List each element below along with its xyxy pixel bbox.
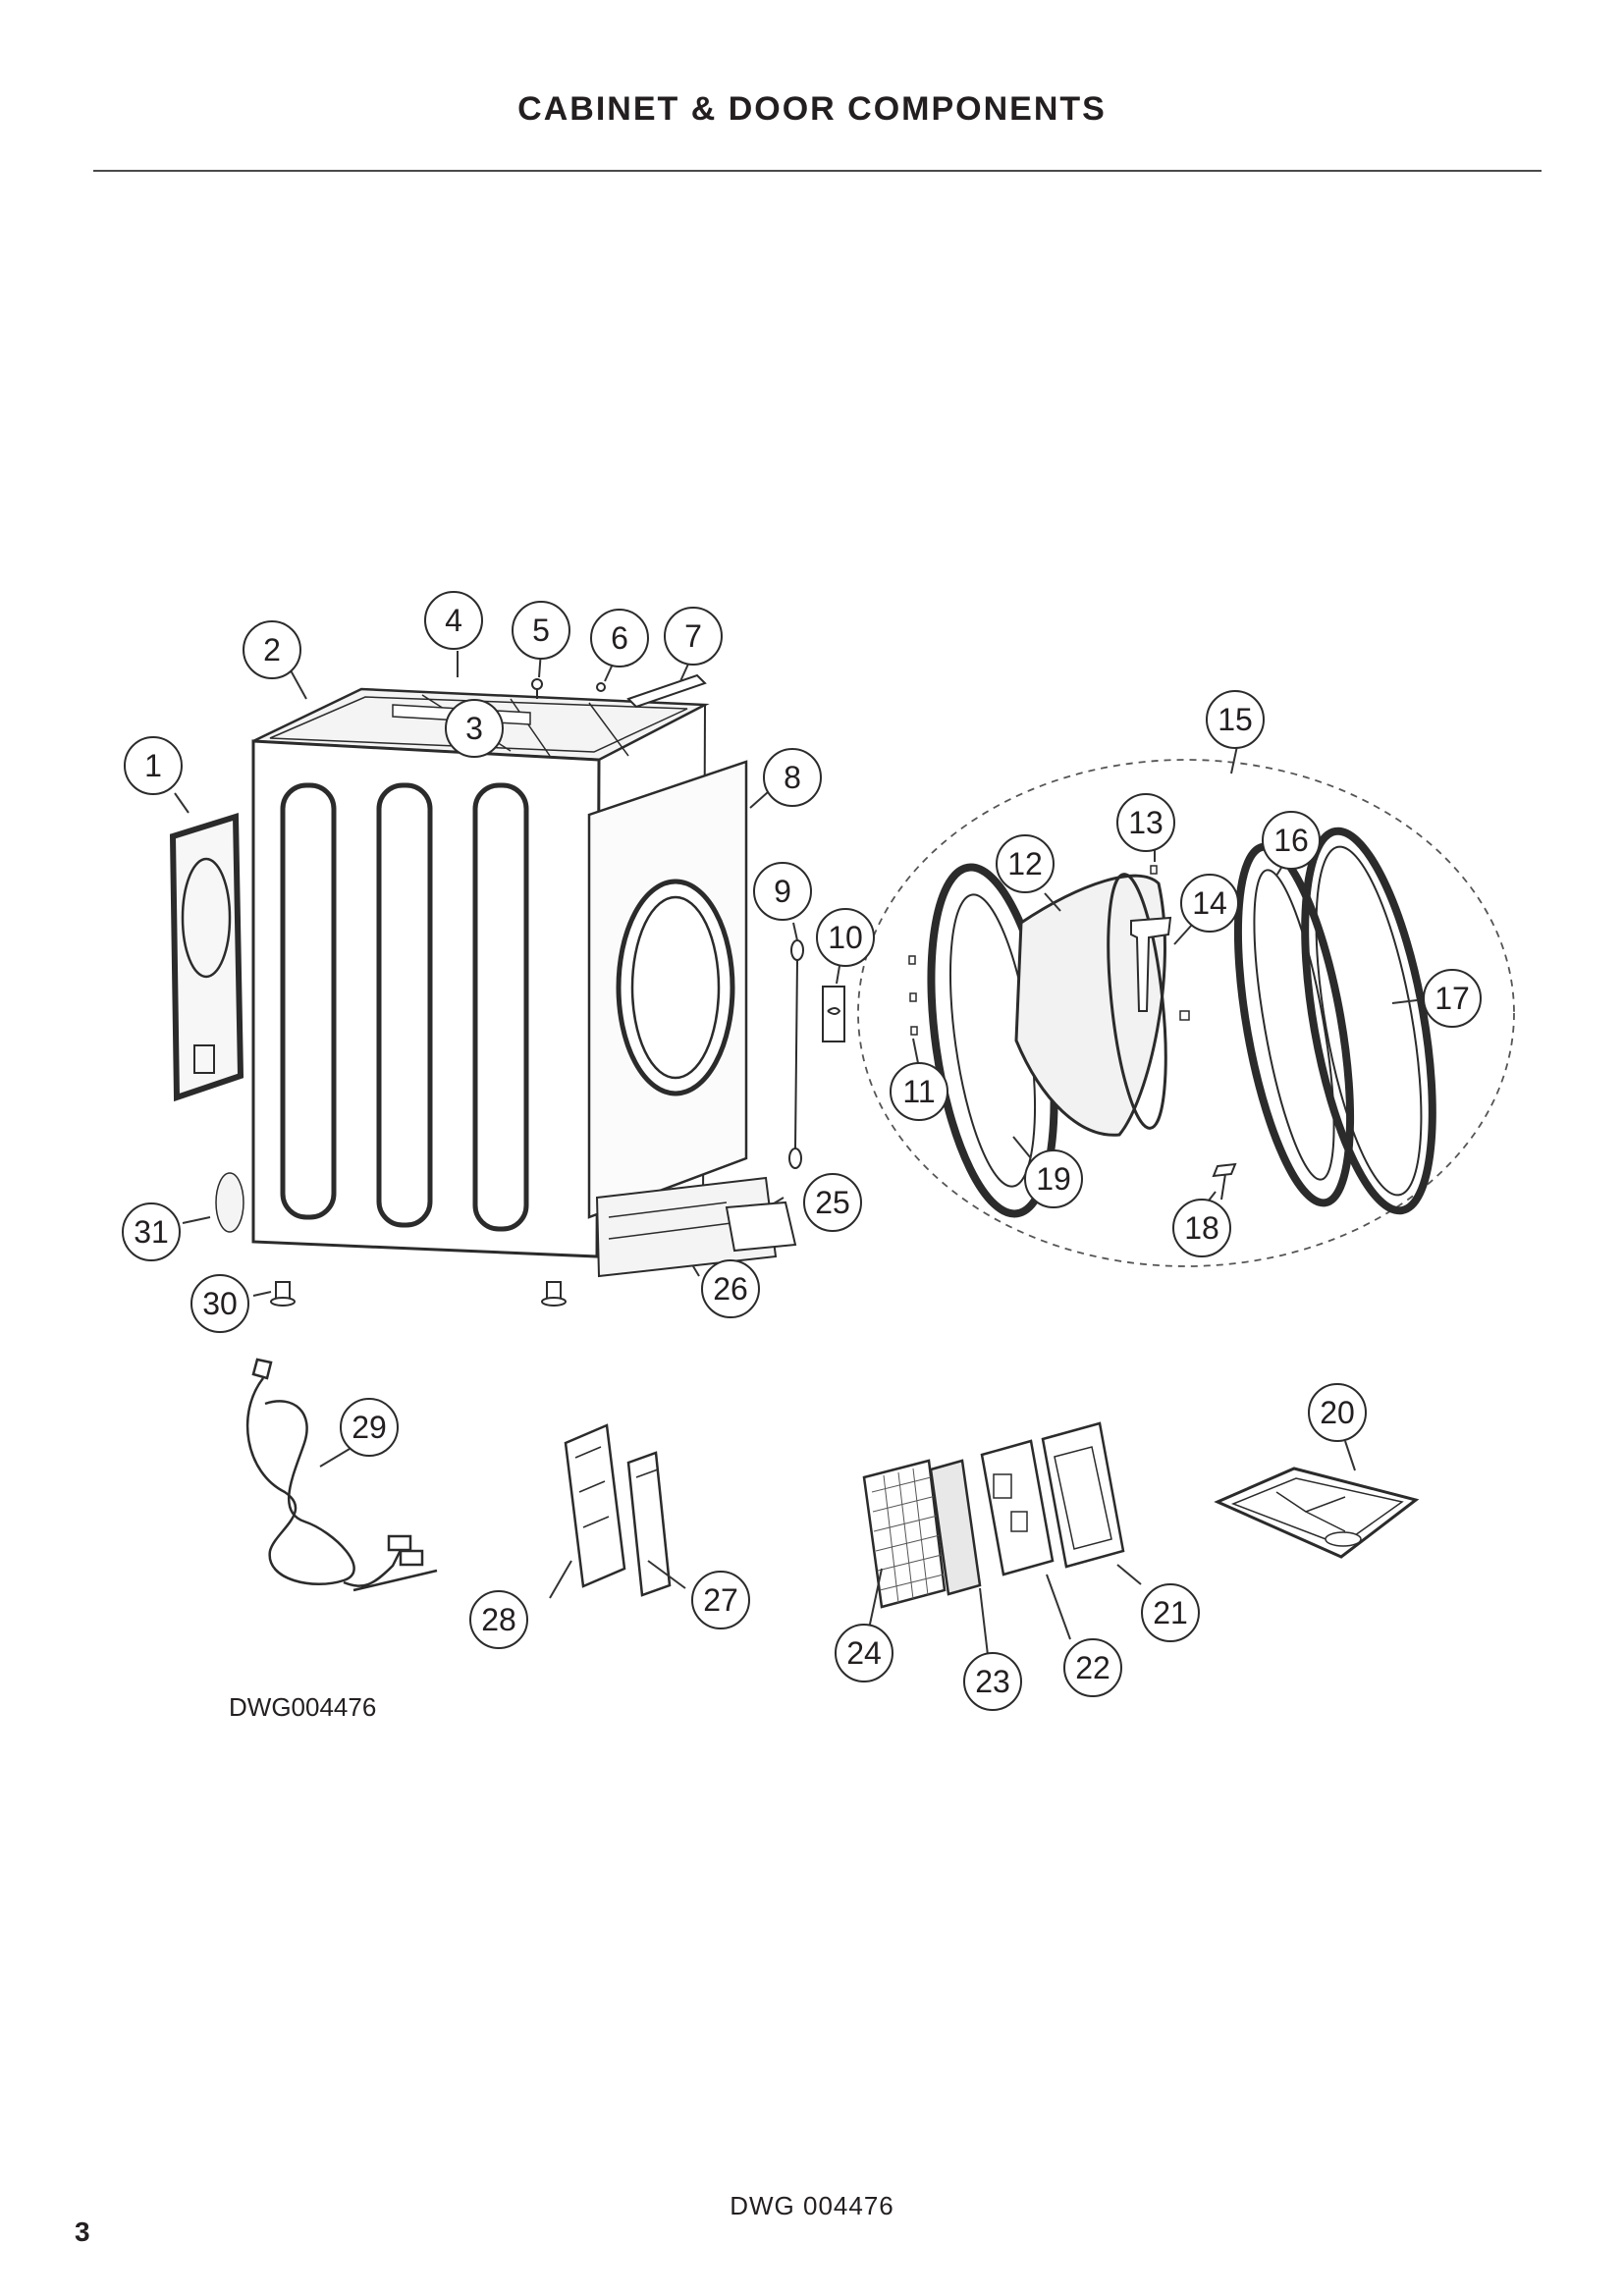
callout-6: 6 (590, 609, 649, 667)
callout-label-7: 7 (684, 618, 702, 654)
callout-17: 17 (1423, 969, 1482, 1028)
callout-29: 29 (340, 1398, 399, 1457)
callout-label-3: 3 (465, 711, 483, 746)
callout-12: 12 (996, 834, 1055, 893)
door-assembly-boundary (857, 759, 1515, 1267)
callout-label-27: 27 (703, 1582, 738, 1618)
callout-label-31: 31 (134, 1214, 169, 1250)
callout-15: 15 (1206, 690, 1265, 749)
page-number: 3 (75, 2216, 90, 2247)
callout-23: 23 (963, 1652, 1022, 1711)
callout-label-20: 20 (1320, 1395, 1355, 1430)
header-rule (93, 170, 1542, 172)
callout-label-9: 9 (774, 874, 791, 909)
callout-7: 7 (664, 607, 723, 666)
callout-label-8: 8 (784, 760, 801, 795)
callout-8: 8 (763, 748, 822, 807)
rear-panel-part (169, 812, 244, 1102)
callout-label-25: 25 (815, 1185, 850, 1220)
callout-label-17: 17 (1435, 981, 1470, 1016)
callout-2: 2 (243, 620, 301, 679)
callout-label-16: 16 (1273, 823, 1309, 858)
callout-18: 18 (1172, 1199, 1231, 1257)
callout-9: 9 (753, 862, 812, 921)
callout-3: 3 (445, 699, 504, 758)
callout-label-26: 26 (713, 1271, 748, 1307)
page-title: CABINET & DOOR COMPONENTS (517, 90, 1107, 128)
callout-label-1: 1 (144, 748, 162, 783)
callout-label-10: 10 (828, 920, 863, 955)
door-assembly-parts (908, 827, 1436, 1218)
callout-4: 4 (424, 591, 483, 650)
callout-28: 28 (469, 1590, 528, 1649)
callouts: 1 2 3 4 5 6 7 8 9 10 11 12 13 14 15 16 1… (122, 591, 1482, 1711)
callout-label-28: 28 (481, 1602, 516, 1637)
callout-label-4: 4 (445, 603, 462, 638)
callout-label-13: 13 (1128, 805, 1164, 840)
figure-code-label: DWG004476 (229, 1692, 377, 1722)
callout-25: 25 (803, 1173, 862, 1232)
callout-label-23: 23 (975, 1664, 1010, 1699)
callout-label-14: 14 (1192, 885, 1227, 921)
callout-label-18: 18 (1184, 1210, 1219, 1246)
callout-1: 1 (124, 736, 183, 795)
feet-and-pad (215, 1172, 567, 1307)
electronics-parts (862, 1421, 1125, 1609)
power-cord (245, 1358, 438, 1592)
footer-drawing-code: DWG 004476 (730, 2191, 894, 2220)
callout-14: 14 (1180, 874, 1239, 933)
callout-10: 10 (816, 908, 875, 967)
callout-11: 11 (890, 1062, 948, 1121)
callout-label-2: 2 (263, 632, 281, 667)
callout-22: 22 (1063, 1638, 1122, 1697)
callout-27: 27 (691, 1571, 750, 1629)
callout-label-19: 19 (1036, 1161, 1071, 1197)
callout-30: 30 (190, 1274, 249, 1333)
callout-label-5: 5 (532, 613, 550, 648)
callout-24: 24 (835, 1624, 893, 1682)
callout-26: 26 (701, 1259, 760, 1318)
callout-label-6: 6 (611, 620, 628, 656)
base-tray-part (1214, 1467, 1420, 1559)
callout-label-11: 11 (902, 1074, 935, 1109)
callout-31: 31 (122, 1202, 181, 1261)
callout-label-30: 30 (202, 1286, 238, 1321)
callout-19: 19 (1024, 1149, 1083, 1208)
callout-13: 13 (1116, 793, 1175, 852)
callout-label-22: 22 (1075, 1650, 1110, 1685)
callout-label-12: 12 (1007, 846, 1043, 881)
callout-20: 20 (1308, 1383, 1367, 1442)
callout-label-21: 21 (1153, 1595, 1188, 1630)
callout-label-24: 24 (846, 1635, 882, 1671)
cabinet-body (251, 687, 797, 1278)
callout-5: 5 (512, 601, 570, 660)
callout-label-15: 15 (1218, 702, 1253, 737)
callout-label-29: 29 (352, 1410, 387, 1445)
callout-21: 21 (1141, 1583, 1200, 1642)
callout-16: 16 (1262, 811, 1321, 870)
control-panel-parts (564, 1423, 672, 1597)
